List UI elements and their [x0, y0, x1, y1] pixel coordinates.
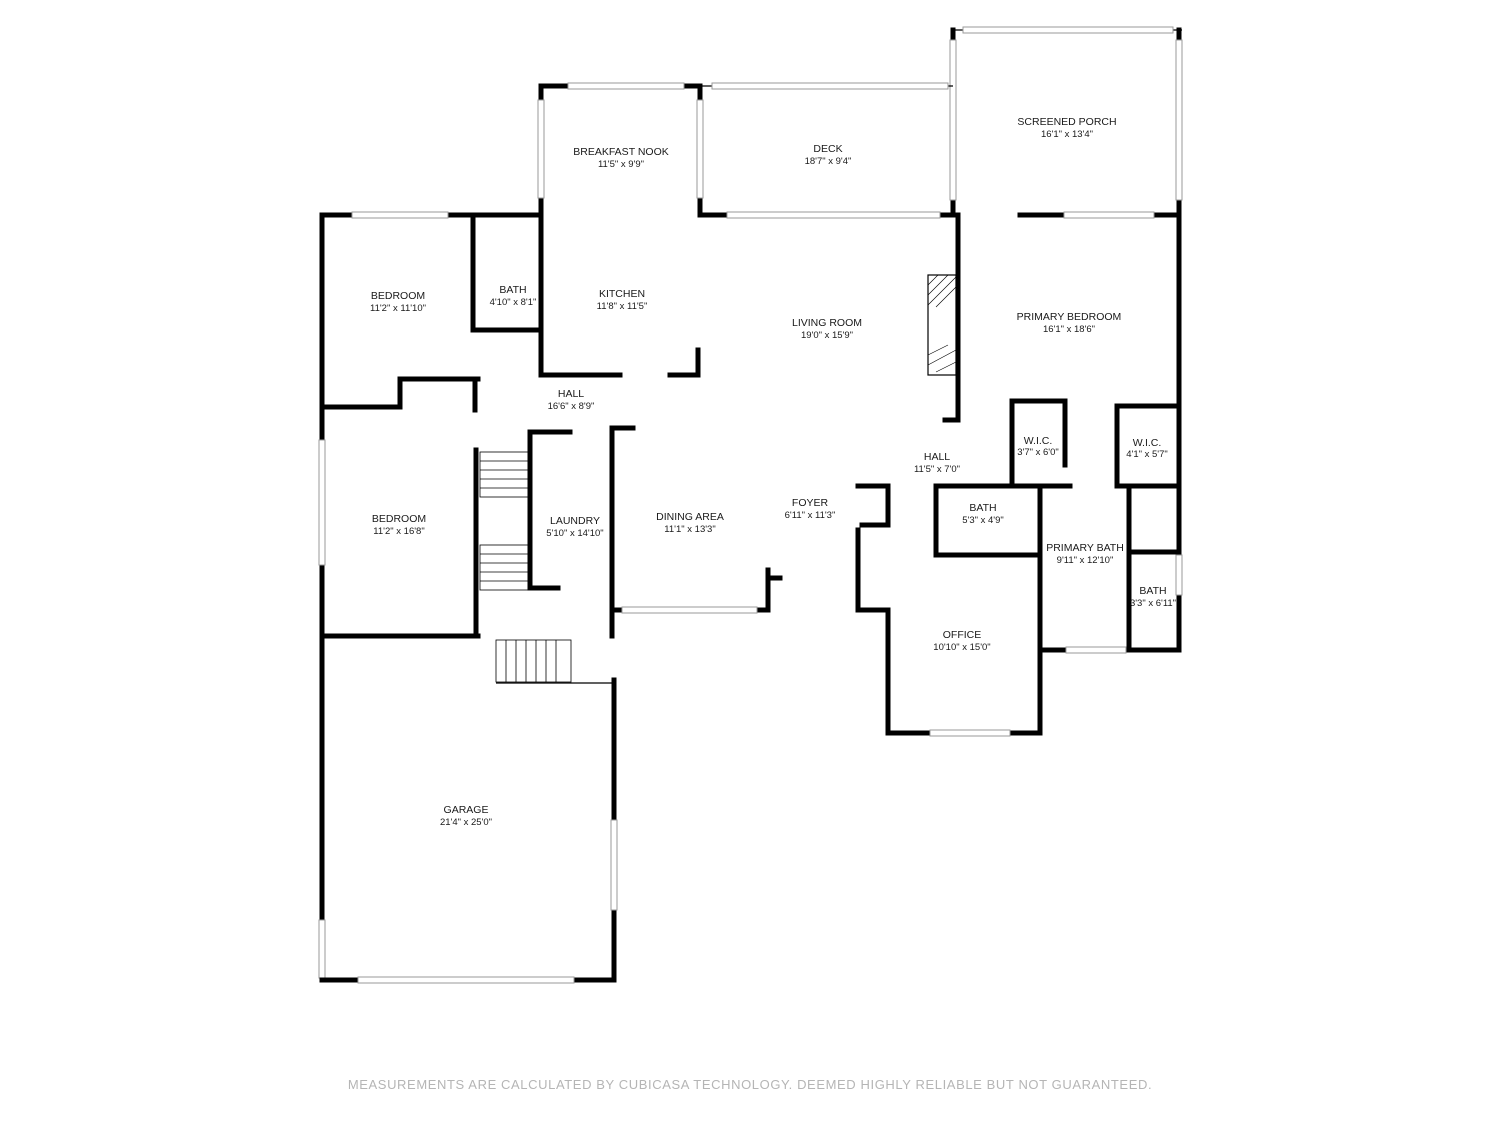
room-dims-breakfast-nook: 11'5" x 9'9": [598, 159, 644, 170]
room-name-primary-bath: PRIMARY BATH: [1046, 542, 1124, 554]
room-name-wic-1: W.I.C.: [1024, 435, 1053, 447]
room-name-bedroom-1: BEDROOM: [371, 290, 425, 302]
room-dims-bedroom-1: 11'2" x 11'10": [370, 303, 426, 314]
room-dims-living-room: 19'0" x 15'9": [801, 330, 853, 341]
room-dims-bath-3: 3'3" x 6'11": [1130, 598, 1176, 609]
room-dims-kitchen: 11'8" x 11'5": [597, 301, 648, 312]
room-name-wic-2: W.I.C.: [1133, 437, 1162, 449]
room-name-foyer: FOYER: [792, 497, 829, 509]
room-dims-office: 10'10" x 15'0": [933, 642, 990, 653]
room-dims-laundry: 5'10" x 14'10": [546, 528, 603, 539]
room-name-screened-porch: SCREENED PORCH: [1017, 116, 1116, 128]
room-name-dining-area: DINING AREA: [656, 511, 724, 523]
room-dims-primary-bedroom: 16'1" x 18'6": [1043, 324, 1095, 335]
room-dims-bath-1: 4'10" x 8'1": [490, 297, 537, 308]
screened-porch-outline: [949, 26, 1183, 218]
room-dims-hall-2: 11'5" x 7'0": [914, 464, 960, 475]
room-dims-garage: 21'4" x 25'0": [440, 817, 492, 828]
interior-walls: [319, 212, 1182, 653]
room-dims-primary-bath: 9'11" x 12'10": [1057, 555, 1114, 566]
room-name-laundry: LAUNDRY: [550, 515, 600, 527]
room-name-bedroom-2: BEDROOM: [372, 513, 426, 525]
room-dims-wic-1: 3'7" x 6'0": [1017, 447, 1059, 458]
room-dims-hall-1: 16'6" x 8'9": [548, 401, 595, 412]
disclaimer-text: MEASUREMENTS ARE CALCULATED BY CUBICASA …: [347, 1077, 1153, 1092]
room-dims-dining-area: 11'1" x 13'3": [664, 524, 715, 535]
room-name-breakfast-nook: BREAKFAST NOOK: [573, 146, 669, 158]
room-name-living-room: LIVING ROOM: [792, 317, 862, 329]
stairs: [479, 451, 572, 683]
room-name-bath-1: BATH: [499, 284, 526, 296]
room-name-bath-2: BATH: [969, 502, 996, 514]
room-dims-bath-2: 5'3" x 4'9": [962, 515, 1004, 526]
room-name-bath-3: BATH: [1139, 585, 1166, 597]
room-dims-screened-porch: 16'1" x 13'4": [1041, 129, 1093, 140]
room-dims-wic-2: 4'1" x 5'7": [1126, 449, 1168, 460]
room-name-hall-2: HALL: [924, 451, 950, 463]
exterior-walls: [318, 211, 1183, 984]
room-name-hall-1: HALL: [558, 388, 584, 400]
room-name-office: OFFICE: [943, 629, 982, 641]
room-name-garage: GARAGE: [444, 804, 489, 816]
fireplace: [927, 274, 957, 376]
room-name-primary-bedroom: PRIMARY BEDROOM: [1017, 311, 1122, 323]
room-name-deck: DECK: [813, 143, 842, 155]
breakfast-nook-outline: [537, 82, 704, 218]
room-dims-deck: 18'7" x 9'4": [805, 156, 852, 167]
room-name-kitchen: KITCHEN: [599, 288, 645, 300]
room-dims-bedroom-2: 11'2" x 16'8": [373, 526, 424, 537]
room-dims-foyer: 6'11" x 11'3": [785, 510, 836, 521]
